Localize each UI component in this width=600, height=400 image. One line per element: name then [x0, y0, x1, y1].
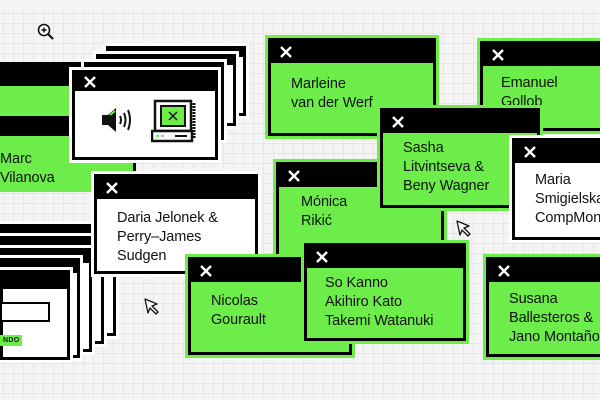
dialog-ok-button[interactable]: NDO: [0, 335, 23, 346]
window-susana[interactable]: Susana Ballesteros & Jano Montaño: [483, 254, 600, 360]
window-title-text: Susana Ballesteros & Jano Montaño: [509, 291, 600, 345]
window-title-text: Maria Smigielska CompMonks: [535, 172, 600, 226]
close-x-icon[interactable]: [83, 75, 97, 89]
close-x-icon[interactable]: [523, 145, 537, 159]
window-maria[interactable]: Maria Smigielska CompMonks: [509, 135, 600, 243]
close-x-icon[interactable]: [199, 264, 213, 278]
arrow-cursor-icon: [144, 298, 159, 315]
window-title-text: Nicolas Gourault: [211, 293, 266, 328]
window-title-text: Sasha Litvintseva & Beny Wagner: [403, 140, 490, 194]
close-x-icon[interactable]: [391, 115, 405, 129]
close-x-icon[interactable]: [287, 169, 301, 183]
window-title-text: Daria Jelonek & Perry–James Sudgen: [117, 210, 218, 264]
window-emanuel[interactable]: Emanuel Gollob: [477, 38, 600, 134]
close-x-icon[interactable]: [491, 48, 505, 62]
zoom-in-magnifier-icon[interactable]: [36, 22, 56, 42]
window-media[interactable]: [69, 67, 221, 163]
close-x-icon[interactable]: [315, 250, 329, 264]
retro-computer-icon[interactable]: [151, 99, 199, 145]
window-so-kanno[interactable]: So Kanno Akihiro Kato Takemi Watanuki: [301, 240, 469, 344]
window-title-text: So Kanno Akihiro Kato Takemi Watanuki: [325, 275, 434, 329]
window-title-text: Emanuel Gollob: [501, 75, 558, 110]
close-x-icon[interactable]: [279, 45, 293, 59]
dialog-text-input[interactable]: [0, 302, 50, 322]
speaker-volume-icon[interactable]: [101, 105, 135, 135]
arrow-cursor-icon: [456, 220, 471, 237]
close-x-icon[interactable]: [497, 264, 511, 278]
window-title-text: Mónica Rikić: [301, 194, 348, 229]
close-x-icon[interactable]: [105, 181, 119, 195]
window-title-text: Marc Vilanova: [0, 151, 55, 186]
window-title-text: Marleine van der Werf: [291, 76, 373, 111]
